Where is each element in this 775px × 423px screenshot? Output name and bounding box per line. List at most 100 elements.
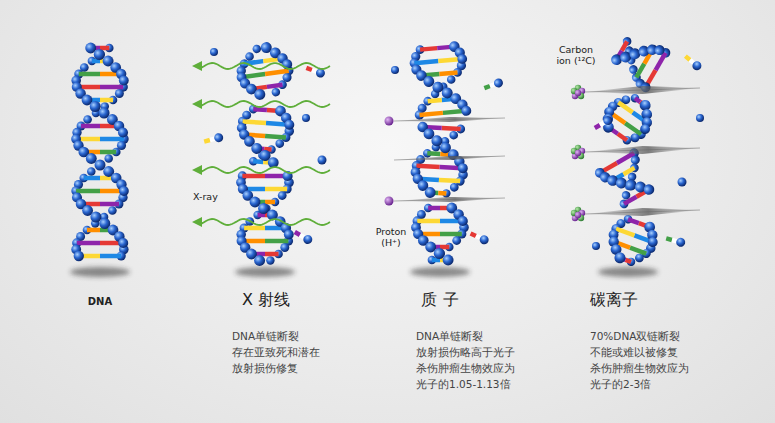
carbon-ion [571, 207, 585, 221]
particle-track [394, 156, 505, 160]
base-pair [685, 56, 690, 60]
backbone-bead [461, 105, 472, 116]
backbone-bead [213, 132, 224, 143]
x-ray-wave [201, 63, 330, 69]
base-pair [265, 239, 288, 244]
particle-track [394, 156, 505, 160]
dna-fragment [232, 39, 297, 103]
backbone-bead [210, 48, 218, 56]
dna-fragment [409, 121, 470, 200]
base-pair [618, 102, 632, 112]
backbone-bead [284, 119, 295, 130]
backbone-bead [280, 243, 289, 252]
base-pair [84, 176, 100, 181]
backbone-bead [575, 90, 581, 96]
backbone-bead [118, 238, 128, 248]
backbone-bead [254, 255, 265, 266]
backbone-bead [458, 216, 468, 226]
base-pair [595, 125, 600, 128]
backbone-bead [318, 156, 327, 165]
backbone-bead [254, 88, 266, 100]
base-pair [417, 219, 440, 224]
base-pair [656, 53, 666, 70]
base-pair [265, 136, 286, 137]
backbone-bead [119, 186, 129, 196]
backbone-bead [385, 117, 394, 126]
backbone-bead [83, 115, 92, 124]
base-pair [244, 226, 265, 231]
backbone-bead [493, 77, 505, 89]
backbone-bead [90, 212, 101, 223]
particle-track [585, 210, 700, 214]
dna-fragment [594, 83, 663, 152]
backbone-bead [302, 114, 310, 122]
backbone-bead [646, 236, 659, 249]
loose-fragment [483, 77, 504, 92]
column-heading: X 射线 [242, 290, 290, 311]
carbon-ion [571, 85, 585, 99]
backbone-bead [95, 160, 106, 171]
dna-fragment [408, 40, 472, 120]
backbone-bead [252, 44, 262, 54]
base-pair [81, 124, 100, 129]
base-pair [618, 134, 627, 140]
backbone-bead [115, 89, 124, 98]
arrow-head [192, 217, 202, 227]
backbone-bead [278, 191, 287, 200]
dna-fragment [605, 26, 672, 94]
backbone-bead [302, 233, 314, 245]
backbone-bead [391, 66, 399, 74]
base-pair [100, 98, 113, 103]
backbone-bead [613, 251, 627, 265]
backbone-bead [592, 242, 600, 250]
base-pair [420, 48, 437, 49]
effect-note: DNA单链断裂 放射损伤略高于光子 杀伤肿瘤生物效应为 光子的1.05-1.13… [416, 328, 526, 392]
backbone-bead [271, 87, 281, 97]
carbon-ion [571, 145, 585, 159]
backbone-bead [452, 236, 461, 245]
base-pair [265, 71, 289, 74]
particle-track [394, 117, 505, 122]
base-pair [100, 202, 119, 207]
base-pair [617, 153, 634, 163]
base-pair [204, 140, 210, 142]
base-pair [636, 64, 644, 78]
backbone-bead [87, 167, 95, 175]
base-pair [243, 121, 266, 123]
base-pair [100, 85, 123, 90]
backbone-bead [629, 92, 641, 104]
particle-label: Carbon ion (¹²C) [553, 44, 599, 66]
loose-fragment [665, 234, 686, 248]
backbone-bead [638, 122, 652, 136]
base-pair [76, 189, 100, 194]
base-pair [630, 248, 646, 254]
backbone-bead [86, 153, 97, 164]
base-pair [438, 191, 446, 196]
backbone-bead [675, 237, 686, 248]
backbone-bead [447, 75, 456, 84]
base-pair [471, 233, 476, 236]
particle-track [585, 86, 700, 94]
backbone-bead [74, 251, 84, 261]
arrow-head [192, 61, 202, 71]
loose-fragment [469, 229, 490, 245]
base-pair [265, 252, 279, 257]
arrow-head [192, 165, 202, 175]
particle-track [585, 146, 700, 154]
shadow [70, 267, 130, 277]
backbone-bead [696, 114, 704, 122]
base-pair [442, 126, 461, 131]
shadow [598, 267, 658, 277]
base-pair [265, 200, 275, 205]
backbone-bead [642, 182, 656, 196]
backbone-bead [458, 163, 469, 174]
backbone-bead [108, 206, 117, 215]
shadow [410, 267, 470, 277]
base-pair [419, 113, 442, 115]
loose-fragment [293, 228, 314, 246]
base-pair [624, 197, 636, 204]
base-pair [666, 238, 672, 240]
base-pair [414, 61, 438, 63]
backbone-bead [385, 197, 394, 206]
